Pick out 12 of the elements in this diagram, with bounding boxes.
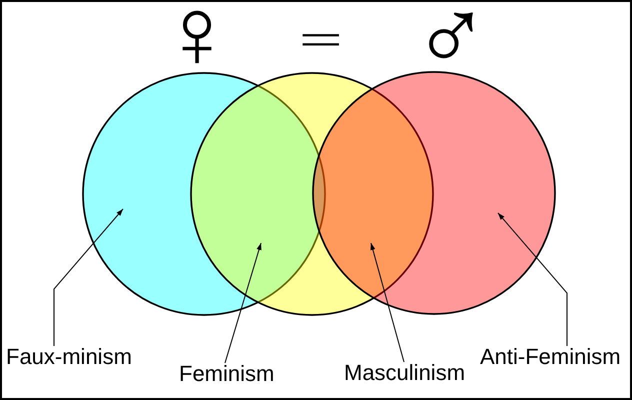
leader-line bbox=[498, 212, 568, 346]
callout-label: Faux-minism bbox=[6, 346, 132, 368]
callout-label: Feminism bbox=[179, 363, 274, 385]
leader-line bbox=[224, 242, 262, 364]
gender-symbol: ♀ bbox=[160, 3, 234, 63]
callout-label: Anti-Feminism bbox=[480, 346, 621, 368]
callout-label: Masculinism bbox=[344, 362, 466, 384]
gender-symbol: ♂ bbox=[412, 5, 490, 65]
equals-sign: = bbox=[296, 9, 346, 67]
venn-circle bbox=[312, 71, 556, 315]
leader-line bbox=[370, 242, 404, 362]
leader-line bbox=[54, 208, 124, 346]
